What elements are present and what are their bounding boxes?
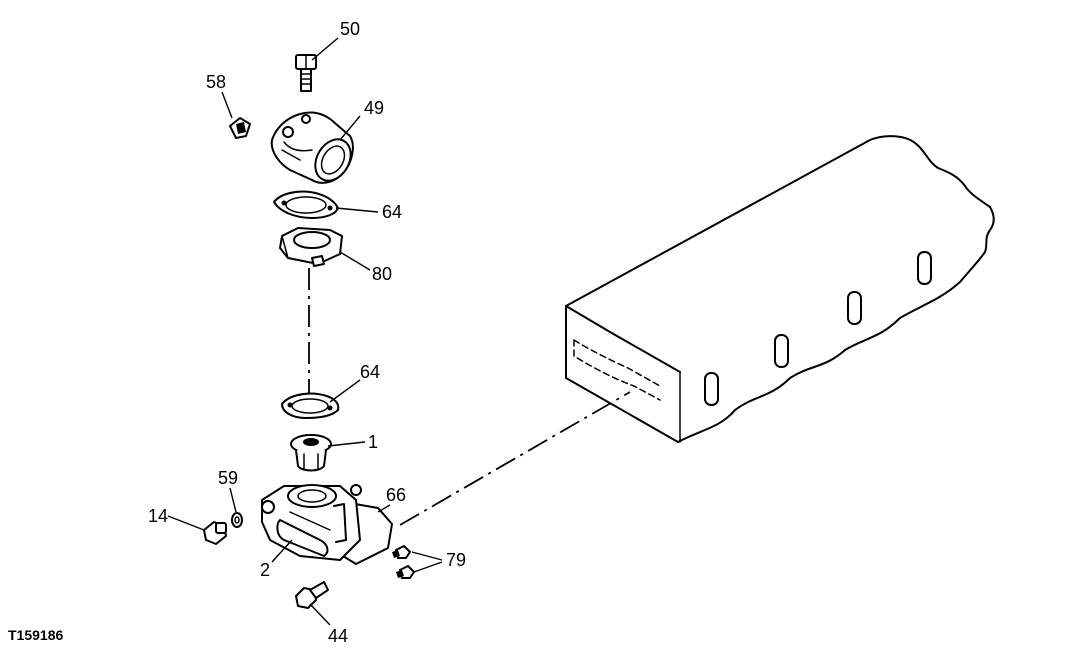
cap-screw-50 <box>295 54 317 92</box>
callout-59: 59 <box>218 468 238 488</box>
washer-59 <box>231 512 243 528</box>
plug-14 <box>203 521 227 545</box>
callout-49: 49 <box>364 98 384 118</box>
plug-58 <box>229 117 251 139</box>
cap-screw-44 <box>295 581 329 609</box>
callout-66: 66 <box>386 485 406 505</box>
cylinder-head <box>565 135 995 443</box>
callout-1: 1 <box>368 432 378 452</box>
screws-79 <box>392 545 415 579</box>
water-outlet-49 <box>270 111 354 184</box>
callout-79: 79 <box>446 550 466 570</box>
spacer-80 <box>279 227 343 267</box>
callout-44: 44 <box>328 626 348 646</box>
alignment-lines <box>308 268 631 526</box>
figure-id: T159186 <box>8 627 63 643</box>
thermostat-housing-2 <box>261 484 393 565</box>
callout-64-upper: 64 <box>382 202 402 222</box>
leader-lines <box>167 37 443 626</box>
callout-64-lower: 64 <box>360 362 380 382</box>
gasket-64-upper <box>273 190 339 219</box>
callout-80: 80 <box>372 264 392 284</box>
callout-14: 14 <box>148 506 168 526</box>
callout-2: 2 <box>260 560 270 580</box>
gasket-64-lower <box>281 392 340 419</box>
thermostat-1 <box>290 434 332 472</box>
callout-58: 58 <box>206 72 226 92</box>
callout-50: 50 <box>340 19 360 39</box>
